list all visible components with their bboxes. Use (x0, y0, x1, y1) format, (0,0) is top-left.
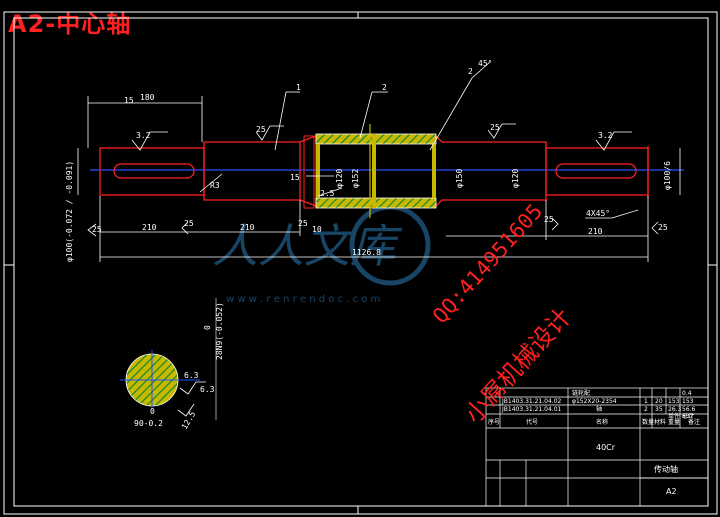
dim-phi120-left: φ120 (335, 169, 344, 188)
logo-text: 人人文库 (212, 219, 403, 273)
tb-row1-mat: 20 (655, 398, 663, 405)
dim-25-c: 25 (544, 215, 554, 224)
section-tol: 28N9(-0.052) (215, 302, 224, 360)
inner-frame (13, 17, 709, 507)
tb-row2-mat: 35 (655, 406, 663, 413)
tb-hdr-no: 序号 (488, 418, 500, 426)
dim-phi120-right: φ120 (511, 169, 520, 188)
tb-header-top: 链轮配 (572, 389, 590, 397)
tb-hdr-w: 重量 (668, 418, 680, 426)
tb-row1-w1: 153 (668, 398, 680, 405)
watermark-url: w w w . r e n r e n d o c . c o m (226, 294, 380, 305)
tb-hdr-qty: 数量 (642, 418, 654, 426)
rough-25-2: 25 (490, 123, 500, 132)
section-125: 12.5 (180, 410, 198, 431)
tb-row1-name: φ152X20-2354 (572, 398, 617, 405)
tb-hdr-mat: 材料 (654, 418, 666, 426)
cross-section (120, 298, 217, 420)
rough-32-right: 3.2 (598, 131, 613, 140)
tb-material: 40Cr (596, 443, 616, 452)
title-block (485, 387, 709, 507)
dim-chamfer: 4X45° (586, 209, 610, 218)
tb-r-a: 单件 (668, 412, 680, 420)
dim-1126: 1126.8 (352, 248, 381, 257)
tb-hdr-name: 名称 (596, 418, 608, 426)
tb-row2-code: JB1403.31.21.04.01 (501, 406, 562, 413)
dim-phi100-left: φ100(-0.072 / -0.091) (65, 161, 74, 262)
dim-phi152: φ152 (351, 169, 360, 188)
dim-25-a: 25 (184, 219, 194, 228)
tb-row2-w2: 56.6 (682, 406, 696, 413)
tb-row1-w2: 153 (682, 398, 694, 405)
tb-row1-qty: 1 (644, 398, 648, 405)
section-63b: 6.3 (200, 385, 215, 394)
dim-15-mid: 15 (290, 173, 300, 182)
section-zero2: 0 (150, 407, 155, 416)
dim-c25: 2.5 (320, 189, 335, 198)
dim-10: 10 (312, 225, 322, 234)
tb-hdr-code: 代号 (526, 418, 538, 426)
tb-row1-code: JB1403.31.21.04.02 (501, 398, 562, 405)
shaft-outline (99, 135, 649, 207)
watermark-logo: 人人文库 w w w . r e n r e n d o c . c o m (212, 204, 431, 305)
tb-row2-qty: 2 (644, 406, 648, 413)
rough-32-left: 3.2 (136, 131, 151, 140)
leader-2b: 2 (468, 67, 473, 76)
dimension-lines (77, 61, 681, 262)
dim-15-top: 15 (124, 96, 134, 105)
section-zero: 0 (203, 325, 212, 330)
dim-25-b: 25 (298, 219, 308, 228)
tb-row2-name: 轴 (596, 405, 602, 413)
outer-frame (3, 11, 718, 515)
dim-210-right: 210 (588, 227, 603, 236)
tb-r-b: 总计 (682, 412, 694, 420)
dim-45deg: 45° (478, 59, 492, 68)
drawing-title: A2-中心轴 (8, 10, 132, 38)
rough-25-3: 25 (658, 223, 668, 232)
dim-r3: R3 (210, 181, 220, 190)
hub-section (303, 124, 437, 218)
rough-25-1: 25 (256, 125, 266, 134)
tb-hdr-note: 备注 (688, 418, 700, 426)
tb-part-name: 传动轴 (654, 464, 678, 474)
tb-sheet: A2 (666, 487, 677, 496)
tb-row2-w1: 26.3 (668, 406, 682, 413)
dim-210-mid: 210 (240, 223, 255, 232)
tb-r-d: 637 (682, 413, 694, 420)
roughness-symbols (87, 123, 659, 237)
dim-210-left: 210 (142, 223, 157, 232)
tb-r-c: 0.4 (682, 390, 692, 397)
dim-phi150: φ150 (455, 169, 464, 188)
dim-180: 180 (140, 93, 155, 102)
leader-2: 2 (382, 83, 387, 92)
leader-1: 1 (296, 83, 301, 92)
section-63a: 6.3 (184, 371, 199, 380)
section-depth: 90-0.2 (134, 419, 163, 428)
dim-25-d: 25 (92, 225, 102, 234)
dim-phi100-right: φ100/6 (663, 161, 672, 190)
